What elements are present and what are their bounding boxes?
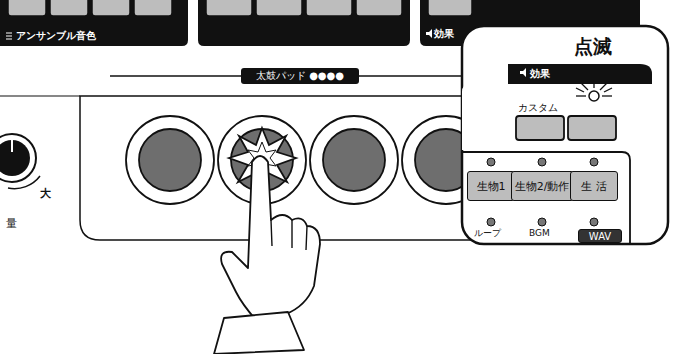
button-text: 生物1	[477, 179, 506, 194]
section-label: アンサンブル音色	[16, 30, 96, 41]
section-label: 効果	[434, 28, 454, 39]
button-label: BGM	[529, 229, 550, 239]
button-text: 太鼓パッド ●●●●	[256, 69, 344, 83]
button-text: WAV	[589, 231, 611, 242]
button-label: カスタム	[518, 102, 558, 113]
wav-button: WAV	[578, 229, 622, 243]
button-label: ループ	[474, 229, 501, 239]
blink-label: 点滅	[574, 36, 612, 57]
knob-label: 大	[40, 188, 51, 200]
button-text: 生 活	[581, 179, 607, 194]
sound-button: 生 活	[570, 171, 618, 201]
sound-button: 生物1	[467, 171, 515, 201]
sound-button: 生物2/動作	[511, 171, 574, 201]
section-label: 効果	[530, 68, 550, 79]
button-text: 生物2/動作	[515, 179, 570, 194]
knob-label: 量	[6, 218, 17, 230]
pad-tab: 太鼓パッド ●●●●	[241, 68, 359, 84]
